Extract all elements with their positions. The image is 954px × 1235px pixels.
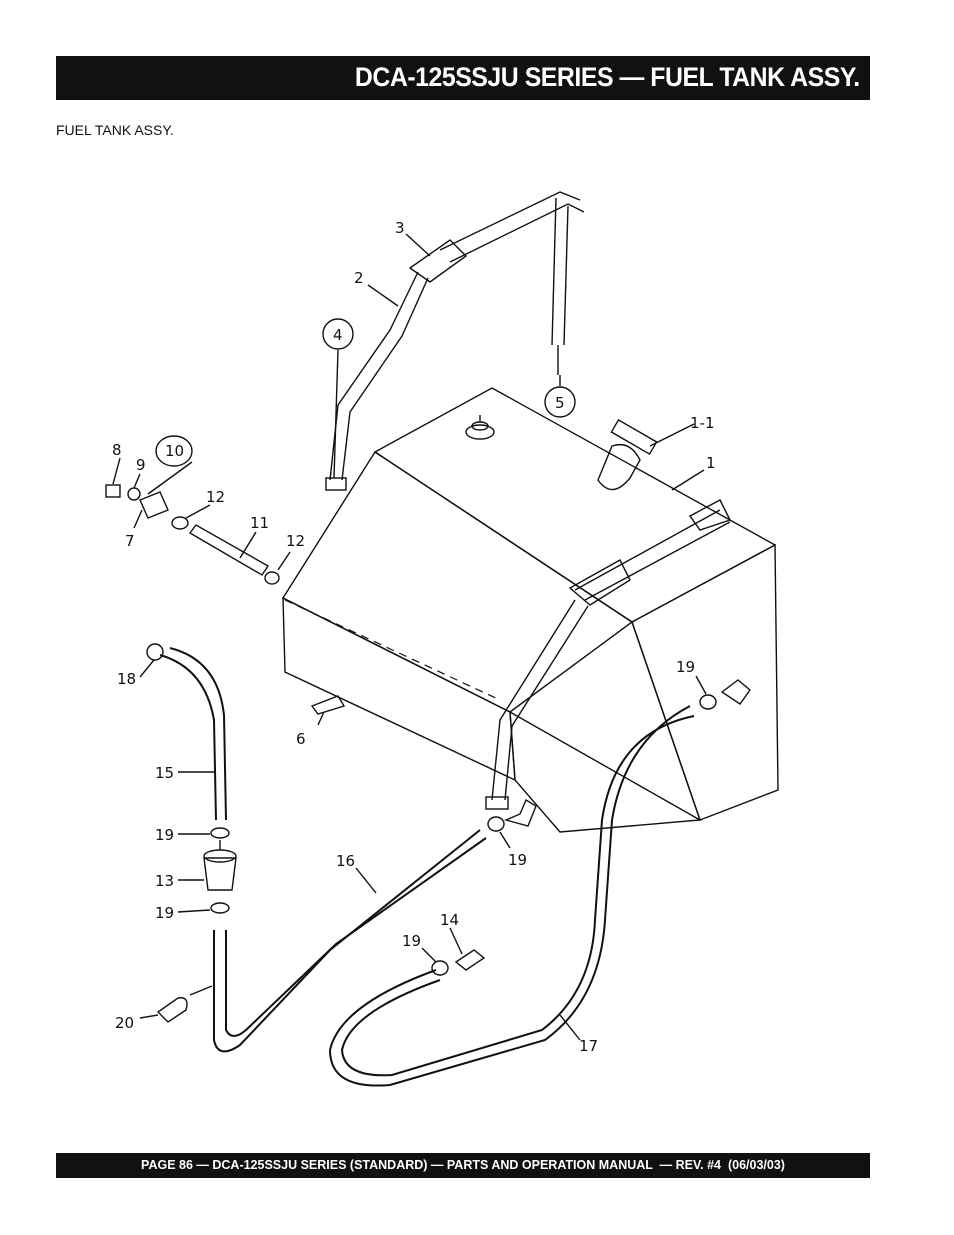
callout-17: 17	[579, 1037, 598, 1055]
callout-2: 2	[354, 269, 364, 287]
callout-7: 7	[125, 532, 135, 550]
callout-19-e: 19	[676, 658, 695, 676]
fuel-fittings	[105, 484, 280, 585]
fuel-tank	[281, 387, 779, 833]
page-title-bar: DCA-125SSJU SERIES — FUEL TANK ASSY.	[56, 56, 870, 100]
callout-19-c: 19	[402, 932, 421, 950]
leader-lines	[112, 233, 707, 1041]
callout-9: 9	[136, 456, 146, 474]
callout-circle-4	[322, 318, 354, 350]
tank-straps	[310, 191, 731, 810]
callout-16: 16	[336, 852, 355, 870]
callout-18: 18	[117, 670, 136, 688]
callout-19-b: 19	[155, 904, 174, 922]
page-footer: PAGE 86 — DCA-125SSJU SERIES (STANDARD) …	[141, 1158, 785, 1172]
callout-1-1: 1-1	[690, 414, 715, 432]
callout-10: 10	[165, 442, 184, 460]
callout-12-upper: 12	[206, 488, 225, 506]
callout-3: 3	[395, 219, 405, 237]
section-label: FUEL TANK ASSY.	[56, 122, 174, 138]
callout-8: 8	[112, 441, 122, 459]
callout-1: 1	[706, 454, 716, 472]
callout-4: 4	[333, 326, 343, 344]
callout-14: 14	[440, 911, 459, 929]
callout-12-lower: 12	[286, 532, 305, 550]
callout-11: 11	[250, 514, 269, 532]
callout-15: 15	[155, 764, 174, 782]
page-title: DCA-125SSJU SERIES — FUEL TANK ASSY.	[355, 62, 860, 92]
callout-circle-5	[544, 386, 576, 418]
callout-19-a: 19	[155, 826, 174, 844]
callout-19-d: 19	[508, 851, 527, 869]
callout-6: 6	[296, 730, 306, 748]
callout-labels: 3 2 4 5 1-1 1 8 9 10 7 12 11 12 18 6 15 …	[112, 219, 716, 1055]
callout-13: 13	[155, 872, 174, 890]
fuel-hoses	[146, 643, 751, 1087]
callout-circle-10	[155, 435, 193, 467]
page-footer-bar: PAGE 86 — DCA-125SSJU SERIES (STANDARD) …	[56, 1153, 870, 1178]
callout-20: 20	[115, 1014, 134, 1032]
callout-5: 5	[555, 394, 565, 412]
